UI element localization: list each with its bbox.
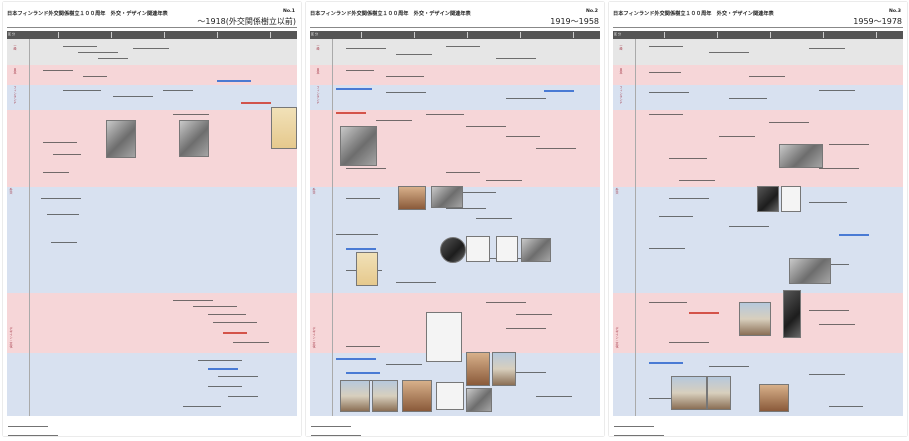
title-divider	[310, 27, 600, 28]
header-row	[310, 31, 600, 39]
book-cover	[739, 302, 771, 336]
legend	[8, 425, 68, 436]
row-label-diplomacy: 外交	[9, 188, 13, 194]
object-photo	[757, 186, 779, 212]
panel-number: No.2	[586, 9, 598, 14]
row-label-design: デザイン・文化	[312, 327, 316, 348]
timeline-panel-1: 日本フィンランド外交関係樹立１００周年 外交・デザイン関連年表 No.1 ～19…	[3, 2, 301, 436]
row-label-japan: 日本	[316, 68, 320, 74]
row-label-column	[7, 39, 30, 416]
finland-band	[7, 85, 297, 110]
title-divider	[613, 27, 903, 28]
row-label-general: 一般	[13, 44, 17, 50]
photo	[431, 186, 463, 208]
document-image	[356, 252, 378, 286]
legend	[614, 425, 674, 436]
panel-title: 日本フィンランド外交関係樹立１００周年 外交・デザイン関連年表	[7, 11, 168, 17]
photo	[466, 352, 490, 386]
panel-number: No.3	[889, 9, 901, 14]
header-row	[613, 31, 903, 39]
group-photo	[521, 238, 551, 262]
japan-band	[310, 65, 600, 85]
building-photo	[340, 380, 370, 412]
row-label-general: 一般	[316, 44, 320, 50]
header-label: 区 分	[614, 32, 621, 36]
legend	[311, 425, 371, 436]
header-label: 区 分	[8, 32, 15, 36]
year-scale	[637, 32, 903, 38]
portrait-photo	[106, 120, 136, 158]
panel-title: 日本フィンランド外交関係樹立１００周年 外交・デザイン関連年表	[310, 11, 471, 17]
building-photo	[492, 352, 516, 386]
building-photo	[671, 376, 707, 410]
emblem-icon	[440, 237, 466, 263]
group-photo	[789, 258, 831, 284]
diplomacy-japan-band	[613, 110, 903, 187]
row-label-diplomacy: 外交	[615, 188, 619, 194]
general-band	[310, 39, 600, 65]
flag-image	[496, 236, 518, 262]
japan-band	[613, 65, 903, 85]
row-label-finland: フィンランド	[13, 86, 17, 104]
row-label-finland: フィンランド	[316, 86, 320, 104]
header-label: 区 分	[311, 32, 318, 36]
panel-title: 日本フィンランド外交関係樹立１００周年 外交・デザイン関連年表	[613, 11, 774, 17]
row-label-finland: フィンランド	[619, 86, 623, 104]
row-label-diplomacy: 外交	[312, 188, 316, 194]
book-cover	[466, 236, 490, 262]
document-image	[426, 312, 462, 362]
building-photo	[759, 384, 789, 412]
year-scale	[334, 32, 600, 38]
header-row	[7, 31, 297, 39]
document-image	[271, 107, 297, 149]
portrait-photo	[179, 120, 209, 157]
design-finland-band	[7, 353, 297, 416]
finland-band	[613, 85, 903, 110]
row-label-design: デザイン・文化	[9, 327, 13, 348]
year-scale	[31, 32, 297, 38]
row-label-general: 一般	[619, 44, 623, 50]
timeline-panel-2: 日本フィンランド外交関係樹立１００周年 外交・デザイン関連年表 No.2 191…	[306, 2, 604, 436]
general-band	[7, 39, 297, 65]
row-label-column	[310, 39, 333, 416]
document-image	[781, 186, 801, 212]
document-image	[398, 186, 426, 210]
building-photo	[372, 380, 398, 412]
glassware-photo	[436, 382, 464, 410]
panel-period: 1919～1958	[550, 17, 599, 26]
row-label-japan: 日本	[619, 68, 623, 74]
general-band	[613, 39, 903, 65]
building-photo	[707, 376, 731, 410]
panel-number: No.1	[283, 9, 295, 14]
row-label-japan: 日本	[13, 68, 17, 74]
row-label-design: デザイン・文化	[615, 327, 619, 348]
group-photo	[779, 144, 823, 168]
diplomacy-japan-band	[7, 110, 297, 187]
row-label-column	[613, 39, 636, 416]
title-divider	[7, 27, 297, 28]
object-photo	[783, 290, 801, 338]
diplomacy-finland-band	[7, 187, 297, 293]
portrait-photo	[340, 126, 377, 166]
panel-period: ～1918(外交関係樹立以前)	[197, 17, 296, 26]
timeline-panel-3: 日本フィンランド外交関係樹立１００周年 外交・デザイン関連年表 No.3 195…	[609, 2, 907, 436]
object-photo	[466, 388, 492, 412]
panel-period: 1959～1978	[853, 17, 902, 26]
building-photo	[402, 380, 432, 412]
japan-band	[7, 65, 297, 85]
